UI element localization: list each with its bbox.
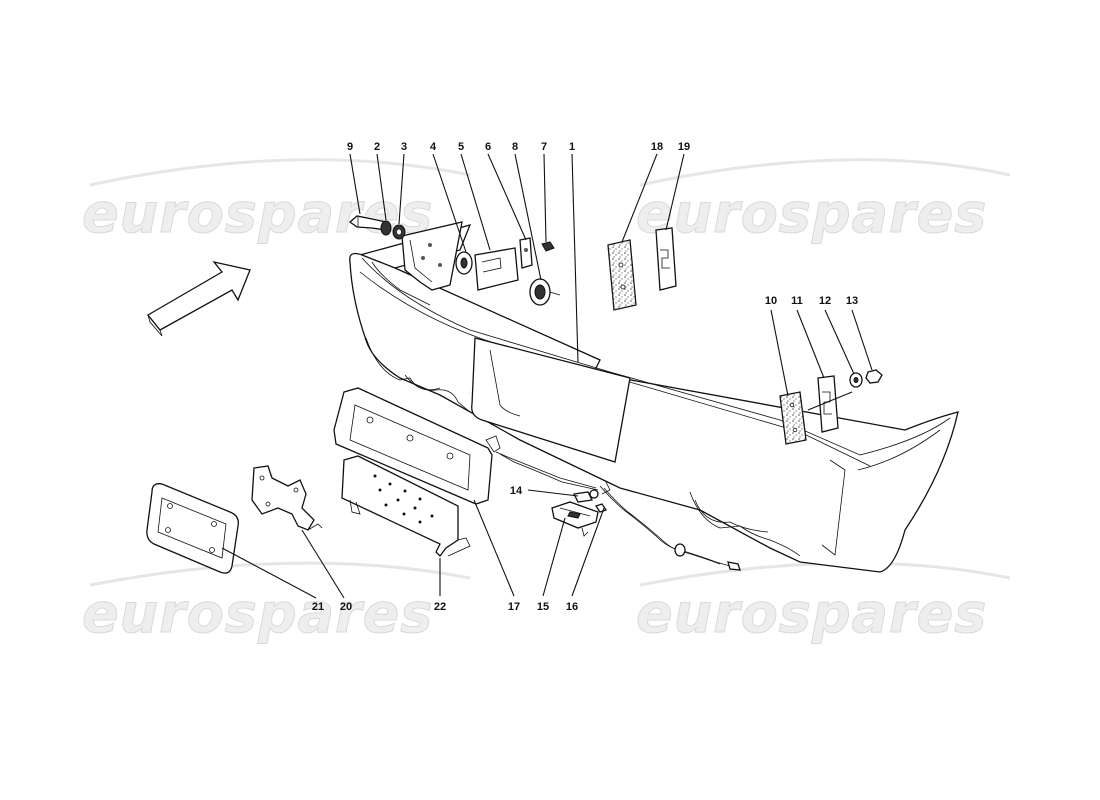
arrow-direction-icon — [147, 260, 251, 337]
watermark-text: eurospares — [82, 582, 433, 645]
callout-12: 12 — [819, 295, 831, 307]
bumper-cover — [349, 224, 959, 573]
watermark-text: eurospares — [82, 182, 433, 245]
callout-21: 21 — [312, 601, 324, 613]
callout-11: 11 — [791, 295, 803, 307]
plate-frame — [146, 483, 239, 574]
callout-20: 20 — [340, 601, 352, 613]
leader-lines — [221, 153, 873, 599]
callout-9: 9 — [347, 141, 353, 153]
plate-gasket — [333, 387, 493, 505]
plate-holder — [341, 455, 471, 557]
callout-10: 10 — [765, 295, 777, 307]
inner-mount-plate — [455, 237, 561, 306]
callout-22: 22 — [434, 601, 446, 613]
callout-4: 4 — [430, 141, 437, 153]
callout-16: 16 — [566, 601, 578, 613]
watermark-layer: eurospares eurospares eurospares eurospa… — [82, 158, 1011, 646]
foam-pad — [607, 239, 637, 311]
callout-7: 7 — [541, 141, 547, 153]
right-spacer-plate — [807, 375, 853, 433]
callout-19: 19 — [678, 141, 690, 153]
plate-lamp-assembly — [485, 435, 741, 571]
plate-bracket — [251, 465, 323, 531]
bolt-and-washers — [348, 215, 406, 240]
callout-6: 6 — [485, 141, 491, 153]
callout-8: 8 — [512, 141, 518, 153]
right-foam-pad — [779, 391, 807, 445]
watermark-text: eurospares — [636, 582, 987, 645]
right-washer-and-nut — [849, 369, 883, 388]
watermark-text: eurospares — [636, 182, 987, 245]
callout-labels: 9 2 3 4 5 6 8 7 1 18 19 10 11 12 13 14 1… — [312, 141, 858, 613]
callout-1: 1 — [569, 141, 575, 153]
callout-14: 14 — [510, 485, 523, 497]
mount-bracket — [401, 221, 463, 291]
callout-3: 3 — [401, 141, 407, 153]
spacer-plate — [655, 227, 677, 291]
callout-5: 5 — [458, 141, 464, 153]
callout-18: 18 — [651, 141, 663, 153]
callout-17: 17 — [508, 601, 520, 613]
callout-15: 15 — [537, 601, 549, 613]
callout-2: 2 — [374, 141, 380, 153]
callout-13: 13 — [846, 295, 858, 307]
